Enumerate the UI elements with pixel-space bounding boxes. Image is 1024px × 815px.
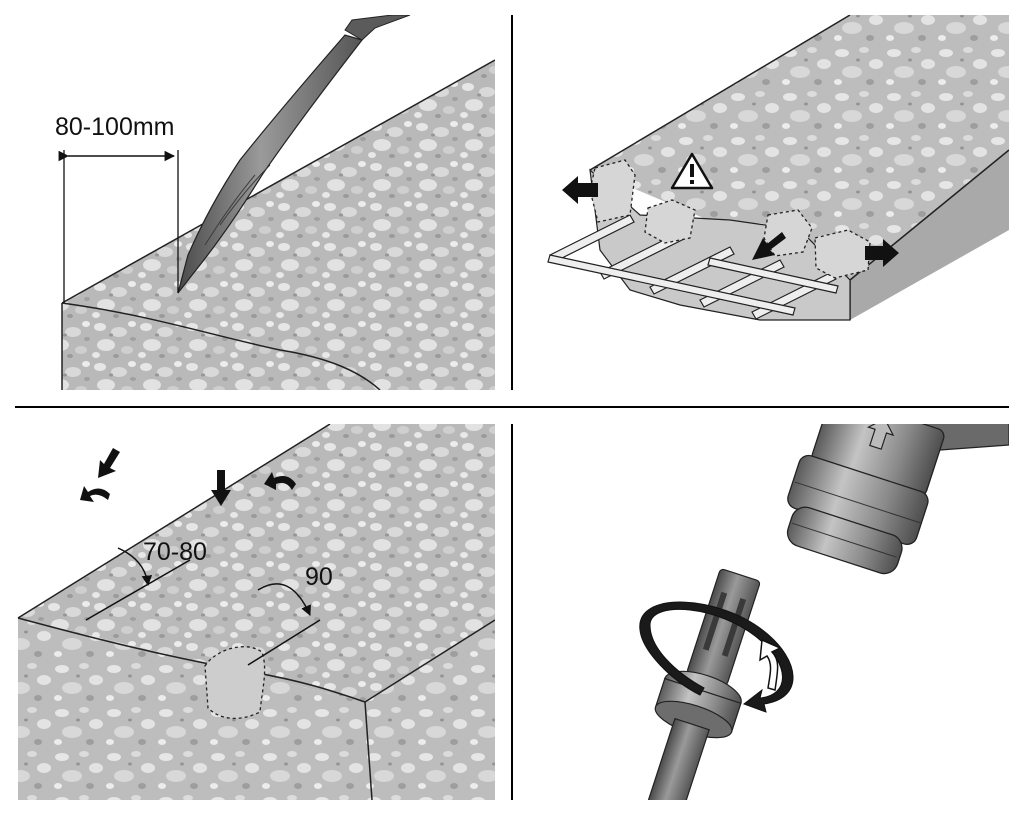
curved-arrow-up-icon xyxy=(759,638,782,691)
angle-arc-2 xyxy=(257,583,311,616)
chisel-shank xyxy=(640,568,761,800)
angle-arc-1 xyxy=(117,547,153,587)
concrete-block-side xyxy=(850,150,1009,320)
crack-line xyxy=(61,302,381,390)
arrow-down-left-icon xyxy=(98,448,120,478)
panel-top-right xyxy=(547,15,1009,321)
concrete-slab-top xyxy=(18,424,495,702)
panel-bottom-left: 70-80 90 xyxy=(17,424,495,800)
arrow-left-icon xyxy=(562,176,598,204)
warning-triangle-icon xyxy=(670,152,714,190)
arrow-right-icon xyxy=(865,239,899,267)
curved-arrow-icon xyxy=(264,472,296,490)
chisel-tool xyxy=(177,15,411,294)
arrow-up-outline-icon xyxy=(866,424,895,450)
concrete-slab-side xyxy=(365,620,495,800)
concrete-slab xyxy=(62,60,495,390)
broken-piece xyxy=(204,646,266,719)
curved-arrow-icon xyxy=(80,486,110,502)
angle-guide-2 xyxy=(247,619,321,666)
concrete-fragments xyxy=(589,159,871,279)
angle-guide-1 xyxy=(85,559,191,621)
angle-label-2: 90 xyxy=(305,563,333,591)
arrow-down-icon xyxy=(211,470,231,506)
panel-bottom-right xyxy=(639,424,1009,800)
arrow-down-left-icon xyxy=(752,232,786,260)
angle-label-1: 70-80 xyxy=(143,538,207,566)
chuck-assembly xyxy=(786,424,945,575)
twist-arrow-icon xyxy=(639,601,794,713)
panel-top-left: 80-100mm xyxy=(55,15,495,390)
rebar-grid xyxy=(547,214,839,320)
concrete-slab-front xyxy=(18,618,365,800)
slab-edge-line xyxy=(61,59,495,304)
dimension-label: 80-100mm xyxy=(55,113,175,141)
